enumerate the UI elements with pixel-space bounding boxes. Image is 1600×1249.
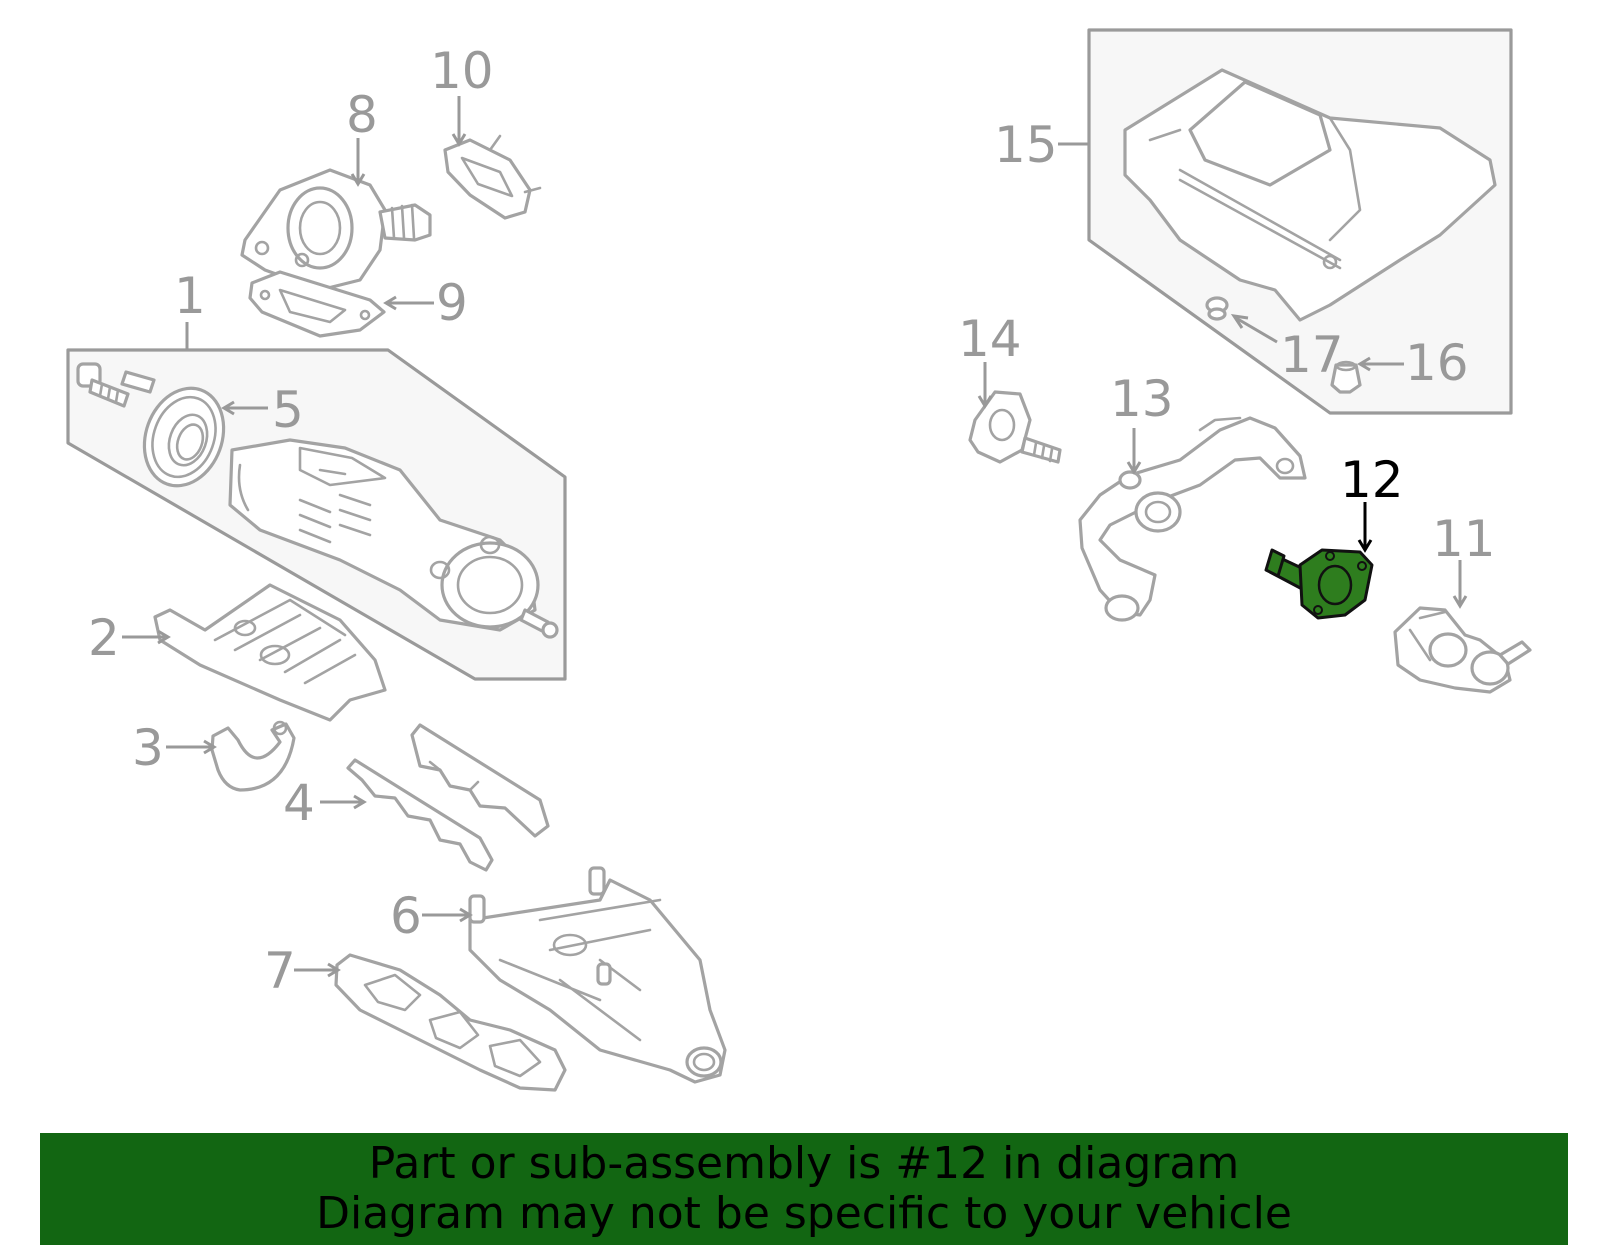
callout-5: 5: [272, 381, 304, 439]
gasket-pair-part: [346, 723, 550, 872]
callout-8: 8: [346, 86, 378, 144]
leader-lines: [122, 96, 1468, 978]
callout-3: 3: [132, 719, 164, 777]
callout-2: 2: [88, 609, 120, 667]
callout-9: 9: [436, 274, 468, 332]
flange-fitting-part: [968, 390, 1062, 464]
callout-1: 1: [174, 267, 206, 325]
valve-plate-part: [443, 134, 542, 220]
callout-labels: 1 2 3 4 5 6 7 8 9 10 11 12 13 14 15 16 1…: [88, 42, 1496, 1000]
callout-10: 10: [430, 42, 494, 100]
callout-17: 17: [1280, 326, 1344, 384]
heat-shield-part: [153, 583, 387, 722]
egr-valve-part: [1393, 606, 1532, 694]
callout-16: 16: [1405, 334, 1469, 392]
bolt-part: [76, 362, 130, 408]
callout-7: 7: [264, 942, 296, 1000]
bracket-part: [210, 720, 296, 792]
banner-line-part-number: Part or sub-assembly is #12 in diagram: [368, 1138, 1240, 1189]
supercharger-body-part: [228, 438, 559, 639]
callout-4: 4: [283, 774, 315, 832]
pulley-part: [142, 386, 226, 488]
key-part: [120, 370, 156, 394]
callout-11: 11: [1432, 510, 1496, 568]
info-banner: Part or sub-assembly is #12 in diagram D…: [40, 1133, 1568, 1245]
throttle-gasket-part: [248, 270, 386, 338]
grommet-small-part: [1205, 296, 1229, 321]
throttle-body-part: [240, 168, 432, 292]
manifold-gasket-part: [334, 953, 567, 1092]
engine-cover-group: [1087, 28, 1513, 415]
callout-12: 12: [1340, 451, 1404, 509]
grommet-part: [1330, 360, 1362, 394]
callout-13: 13: [1110, 370, 1174, 428]
part-12-highlighted: [1264, 548, 1374, 620]
callout-15: 15: [994, 116, 1058, 174]
egr-pipe-part: [1078, 416, 1307, 622]
callout-6: 6: [390, 887, 422, 945]
callout-14: 14: [958, 310, 1022, 368]
banner-line-disclaimer: Diagram may not be specific to your vehi…: [316, 1188, 1292, 1239]
supercharger-assembly-group: [66, 348, 567, 681]
intake-manifold-part: [468, 866, 727, 1084]
